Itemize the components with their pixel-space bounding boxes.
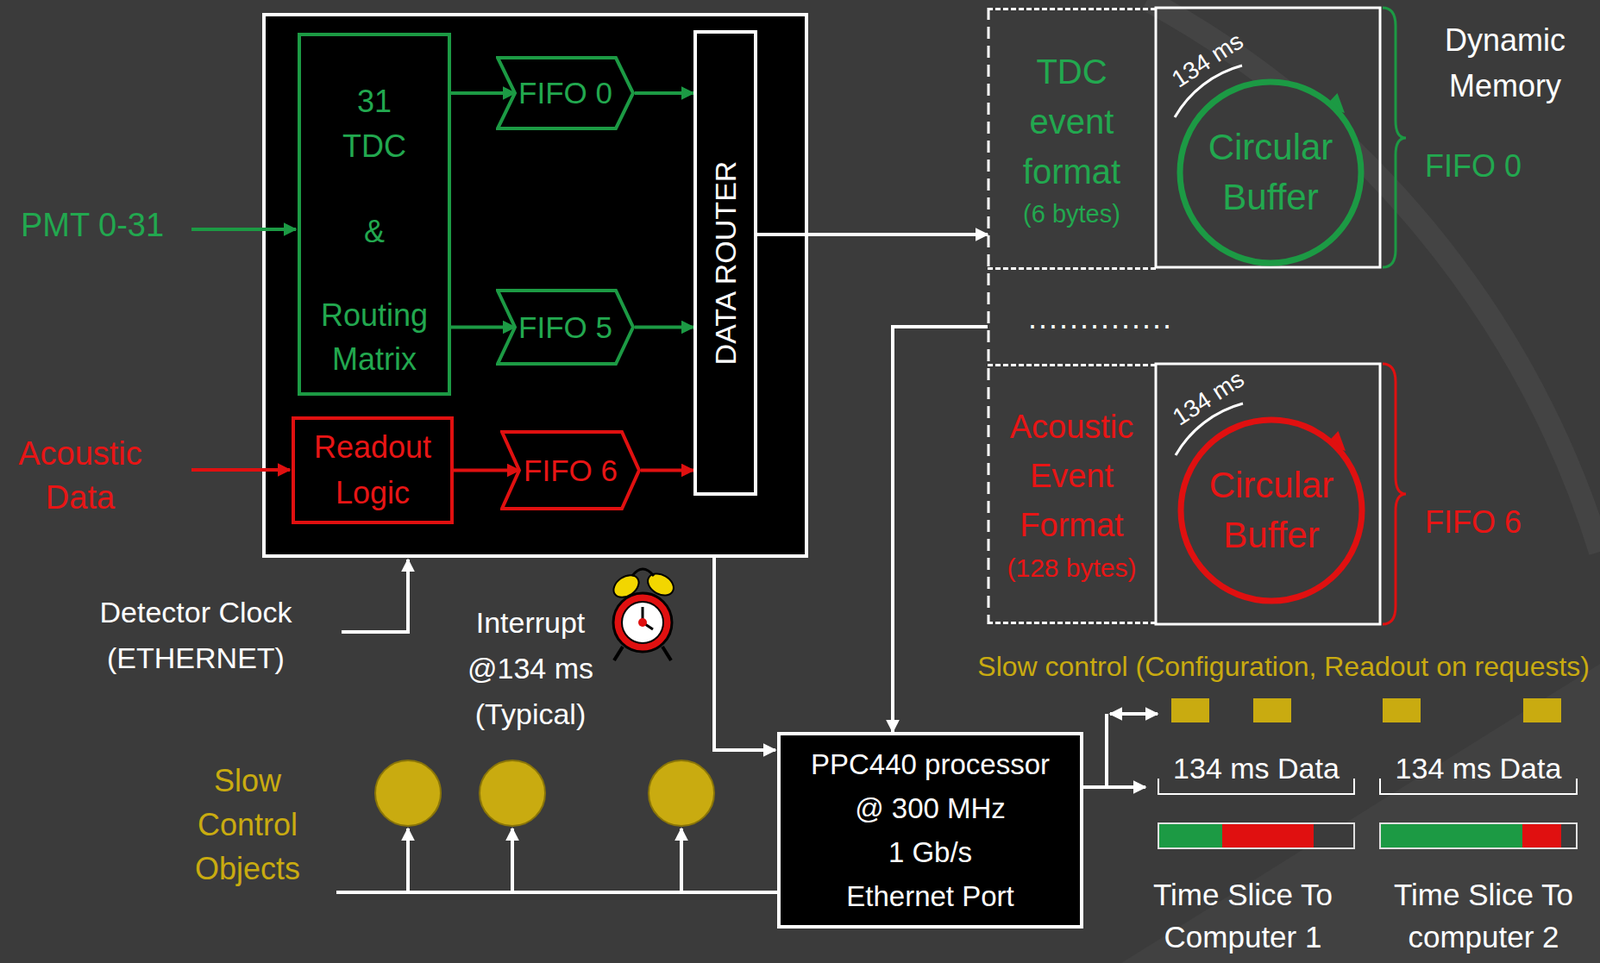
fpga-housing	[263, 14, 807, 557]
node-text: 1 Gb/s	[888, 830, 973, 875]
node-text: FIFO 6	[523, 453, 618, 489]
fifo-chevron-shape	[497, 57, 634, 129]
node-text: FIFO 5	[518, 310, 613, 346]
connector	[634, 91, 694, 95]
fifo-chevron: FIFO 5	[495, 288, 635, 366]
fifo-label: FIFO 0	[1424, 148, 1522, 185]
bus-drop	[510, 828, 515, 893]
slow-control-packet	[1382, 698, 1421, 723]
acoustic-share	[1222, 824, 1314, 848]
node-text: Routing Matrix	[316, 294, 433, 382]
curly-bracket	[1382, 363, 1406, 625]
buffer-ring	[1177, 416, 1366, 605]
data-router-box: DATA ROUTER	[693, 30, 758, 496]
clock-face	[621, 602, 664, 644]
node-text: TDC event format	[1007, 46, 1137, 197]
event-format-box: TDC event format(6 bytes)	[987, 7, 1156, 270]
connector	[640, 469, 694, 473]
node-text: Dynamic Memory	[1431, 18, 1579, 110]
slow-control-packet	[1523, 698, 1562, 723]
fifo-chevron: FIFO 6	[500, 430, 641, 511]
time-slice-bar	[1158, 823, 1355, 849]
destination-label: Time Slice To Computer 1	[1139, 873, 1347, 959]
tdc-routing-box: 31 TDC & Routing Matrix	[297, 32, 452, 396]
bus-drop	[406, 828, 410, 893]
acoustic-wire	[191, 468, 290, 472]
node-text: Readout Logic	[299, 425, 446, 515]
fifo-chevron-shape	[501, 432, 640, 509]
signal-label: Acoustic Data	[15, 432, 145, 521]
output-wire	[1083, 785, 1146, 790]
data-span-label: 134 ms Data	[1380, 752, 1577, 786]
processor-box: PPC440 processor@ 300 MHz1 Gb/sEthernet …	[777, 732, 1084, 929]
slow-control-link	[1110, 712, 1158, 716]
interrupt-wire	[714, 558, 776, 751]
signal-label: Detector Clock (ETHERNET)	[82, 589, 309, 681]
buffer-frame	[1155, 363, 1381, 625]
slow-control-object	[479, 760, 546, 827]
node-text: PPC440 processor	[810, 742, 1050, 787]
period-label: 134 ms	[1167, 365, 1249, 433]
slow-control-object	[375, 760, 441, 827]
readout-logic-box: Readout Logic	[291, 416, 454, 525]
node-text: Circular Buffer	[1192, 122, 1349, 223]
tdc-share	[1159, 824, 1223, 848]
connector	[892, 326, 988, 733]
buffer-frame	[1155, 7, 1381, 268]
event-format-box: Acoustic Event Format(128 bytes)	[987, 363, 1156, 625]
output-wire	[1104, 714, 1109, 788]
interrupt-label: Interrupt @134 ms (Typical)	[457, 600, 604, 738]
node-text: Acoustic Event Format	[990, 402, 1155, 551]
circular-buffer: Circular Buffer	[1176, 78, 1365, 267]
connector	[453, 469, 520, 473]
node-text: Circular Buffer	[1193, 460, 1350, 561]
node-text: (128 bytes)	[1006, 550, 1136, 587]
connector	[757, 232, 988, 237]
group-label: Slow Control Objects	[187, 759, 308, 891]
clock-handle	[632, 569, 654, 577]
buffer-ring-shape	[1179, 81, 1362, 264]
template-band	[1121, 664, 1600, 963]
circular-buffer: Circular Buffer	[1177, 416, 1366, 605]
node-text: 31 TDC	[333, 79, 416, 170]
slow-control-note: Slow control (Configuration, Readout on …	[948, 651, 1590, 684]
period-label: 134 ms	[1167, 27, 1249, 95]
node-text: DATA ROUTER	[709, 161, 743, 366]
fifo-label: FIFO 6	[1424, 504, 1522, 541]
bus-drop	[679, 828, 684, 893]
fifo-chevron-shape	[497, 290, 634, 364]
node-text: @ 300 MHz	[854, 786, 1006, 831]
buffer-ring	[1176, 78, 1365, 267]
data-span-label: 134 ms Data	[1158, 752, 1355, 786]
buffer-ring-shape	[1180, 420, 1362, 602]
clock-body	[613, 593, 672, 653]
slow-control-bus	[336, 890, 778, 895]
slow-control-packet	[1171, 698, 1210, 723]
node-text: (6 bytes)	[1022, 196, 1121, 233]
acoustic-share	[1522, 824, 1562, 848]
signal-label: PMT 0-31	[20, 207, 164, 245]
curly-bracket	[1382, 7, 1406, 268]
pmt-wire	[191, 227, 296, 232]
node-text: FIFO 0	[518, 75, 613, 111]
slow-control-object	[648, 760, 715, 827]
node-text: Ethernet Port	[846, 874, 1014, 919]
time-slice-bar	[1380, 823, 1577, 849]
tdc-share	[1380, 824, 1523, 848]
fifo-chevron: FIFO 0	[495, 56, 635, 131]
ellipsis: ..............	[1028, 300, 1174, 337]
connector	[451, 91, 515, 95]
slow-control-packet	[1253, 698, 1292, 723]
connector	[451, 326, 515, 330]
connector	[634, 326, 694, 330]
destination-label: Time Slice To computer 2	[1380, 873, 1588, 959]
clock-pivot	[638, 618, 647, 628]
node-text: &	[363, 209, 385, 255]
clock-wire	[341, 559, 408, 633]
